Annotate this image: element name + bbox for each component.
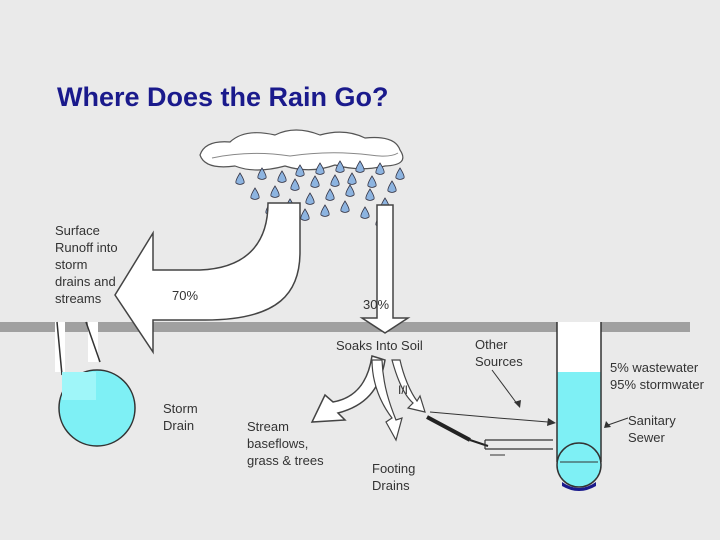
raindrop-icon [257, 167, 267, 180]
raindrop-icon [250, 187, 260, 200]
pct-70-label: 70% [172, 288, 199, 303]
raindrop-icon [360, 206, 370, 219]
ground-line [0, 322, 690, 332]
raindrop-icon [365, 188, 375, 201]
raindrop-icon [270, 185, 280, 198]
ii-label: I/I [398, 383, 409, 397]
other-sources-arrow [491, 369, 521, 408]
raindrop-icon [310, 175, 320, 188]
raindrop-icon [375, 162, 385, 175]
sanitary-label-arrow [604, 417, 629, 428]
raindrop-icon [387, 180, 397, 193]
raindrop-icon [345, 184, 355, 197]
storm-drain-label: Storm Drain [163, 401, 198, 433]
wastewater-mix-label: 5% wastewater 95% stormwater [610, 360, 704, 392]
raindrop-icon [290, 178, 300, 191]
raindrop-icon [395, 167, 405, 180]
page-title: Where Does the Rain Go? [57, 82, 389, 112]
pct-30-label: 30% [363, 297, 390, 312]
raindrop-icon [320, 204, 330, 217]
raindrop-icon [277, 170, 287, 183]
footing-arrow [371, 359, 403, 442]
raindrop-icon [367, 175, 377, 188]
raindrop-icon [235, 172, 245, 185]
raindrop-icon [325, 188, 335, 201]
raindrop-icon [305, 192, 315, 205]
other-sources-label: Other Sources [475, 337, 523, 369]
soaks-into-soil-label: Soaks Into Soil [336, 338, 423, 353]
raindrop-icon [300, 208, 310, 221]
footing-drains-label: Footing Drains [372, 461, 416, 493]
storm-drain-pipe [55, 321, 136, 447]
raindrop-icon [295, 164, 305, 177]
footing-drain-pipes [426, 411, 556, 456]
stream-baseflows-label: Stream baseflows, grass & trees [247, 419, 324, 468]
soak-arrow [359, 204, 411, 334]
raindrop-icon [347, 172, 357, 185]
ii-arrow [391, 359, 426, 413]
raindrop-icon [340, 200, 350, 213]
raindrop-icon [335, 160, 345, 173]
raindrop-icon [355, 160, 365, 173]
sanitary-sewer-tube [556, 322, 602, 491]
raindrop-icon [315, 162, 325, 175]
runoff-arrow [114, 202, 301, 355]
sanitary-sewer-label: Sanitary Sewer [628, 413, 676, 445]
cloud-icon [199, 129, 404, 171]
surface-runoff-label: Surface Runoff into storm drains and str… [55, 223, 118, 306]
raindrop-icon [330, 174, 340, 187]
